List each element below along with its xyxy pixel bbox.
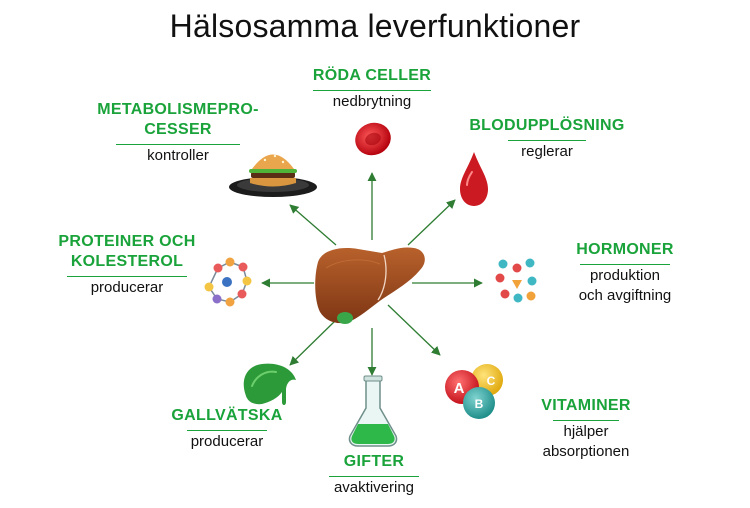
label-hormoner: HORMONER produktion och avgiftning — [550, 240, 700, 306]
red-blood-cell-icon — [355, 122, 391, 156]
metabolism-title-line1: METABOLISMEPRO- — [97, 101, 259, 118]
blood-drop-icon — [460, 152, 488, 206]
proteiner-title-line2: KOLESTEROL — [70, 253, 184, 270]
divider — [313, 90, 431, 91]
proteiner-title-line1: PROTEINER OCH — [58, 233, 196, 250]
label-roda-celler: RÖDA CELLER nedbrytning — [292, 66, 452, 112]
blodupplosning-sub: reglerar — [521, 143, 573, 160]
gifter-title: GIFTER — [343, 453, 405, 470]
roda-celler-title: RÖDA CELLER — [312, 67, 432, 84]
hormoner-sub-line1: produktion — [589, 267, 661, 284]
divider — [580, 264, 670, 265]
metabolism-sub: kontroller — [147, 147, 209, 164]
liver-icon — [315, 247, 425, 324]
hormone-molecules-icon — [495, 258, 537, 303]
molecule-chain-icon — [204, 257, 252, 307]
divider — [553, 420, 619, 421]
label-gallvatska: GALLVÄTSKA producerar — [152, 406, 302, 452]
vitamin-c-label: C — [487, 374, 496, 388]
arrow-to-metabolism — [289, 204, 337, 246]
blodupplosning-title: BLODUPPLÖSNING — [469, 117, 625, 134]
vitaminer-sub-line2: absorptionen — [542, 443, 630, 460]
vitamin-a-label: A — [454, 380, 465, 397]
flask-icon — [348, 375, 398, 447]
metabolism-title-line2: CESSER — [144, 121, 212, 138]
roda-celler-sub: nedbrytning — [332, 93, 412, 110]
divider — [508, 140, 586, 141]
divider — [116, 144, 240, 145]
arrow-to-vitamins — [387, 304, 441, 356]
label-vitaminer: VITAMINER hjälper absorptionen — [516, 396, 656, 462]
vitaminer-title: VITAMINER — [541, 397, 631, 414]
arrows — [261, 172, 483, 376]
hormoner-sub-line2: och avgiftning — [578, 287, 672, 304]
arrow-to-blood — [407, 199, 456, 246]
arrow-to-gall — [289, 319, 337, 366]
label-proteiner: PROTEINER OCH KOLESTEROL producerar — [42, 232, 212, 298]
gallvatska-title: GALLVÄTSKA — [171, 407, 283, 424]
gifter-sub: avaktivering — [333, 479, 415, 496]
vitamin-balls-icon: A B C — [445, 364, 503, 419]
divider — [329, 476, 419, 477]
vitamin-b-label: B — [475, 397, 484, 411]
hamburger-plate-icon — [229, 154, 317, 197]
hormoner-title: HORMONER — [576, 241, 674, 258]
divider — [67, 276, 187, 277]
gallvatska-sub: producerar — [190, 433, 264, 450]
proteiner-sub: producerar — [90, 279, 164, 296]
page-title: Hälsosamma leverfunktioner — [169, 8, 581, 44]
label-blodupplosning: BLODUPPLÖSNING reglerar — [452, 116, 642, 162]
divider — [187, 430, 267, 431]
gallbladder-icon — [243, 363, 296, 405]
label-gifter: GIFTER avaktivering — [306, 452, 442, 498]
vitaminer-sub-line1: hjälper — [563, 423, 609, 440]
label-metabolism: METABOLISMEPRO- CESSER kontroller — [78, 100, 278, 166]
